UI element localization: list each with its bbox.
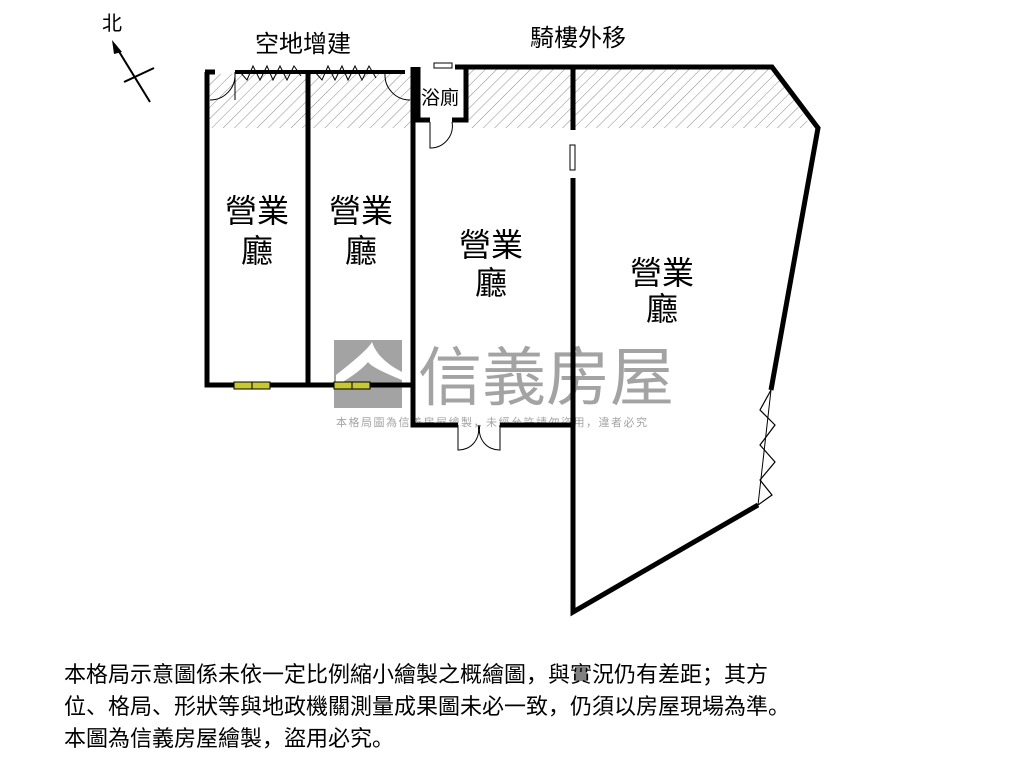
window-top-2: [314, 64, 377, 82]
disclaimer-line: 本格局示意圖係未依一定比例縮小繪製之概繪圖，與實況仍有差距；其方: [64, 663, 769, 688]
walls: [204, 64, 821, 617]
svg-text:廳: 廳: [345, 232, 377, 270]
disclaimer-line: 本圖為信義房屋繪製，盜用必究。: [64, 727, 395, 752]
svg-text:營業: 營業: [329, 192, 393, 230]
svg-text:營業: 營業: [225, 192, 289, 230]
room-4: 營業 廳: [630, 254, 694, 328]
svg-text:營業: 營業: [459, 226, 523, 264]
window-right: [757, 389, 776, 506]
label-bathroom: 浴廁: [421, 86, 459, 109]
svg-text:廳: 廳: [475, 264, 507, 302]
room-1: 營業 廳: [225, 192, 289, 270]
hatched-arcade-area: [466, 67, 812, 128]
north-label: 北: [102, 11, 122, 35]
svg-text:廳: 廳: [241, 232, 273, 270]
svg-text:營業: 營業: [630, 254, 694, 292]
watermark-notice: 本格局圖為信義房屋繪製，未經允許請勿盜用，違者必究: [336, 415, 649, 429]
north-arrow-icon: [112, 40, 122, 54]
doors: [209, 62, 576, 451]
label-open-land-extension: 空地增建: [255, 30, 351, 58]
disclaimer-line: 位、格局、形狀等與地政機關測量成果圖未必一致，仍須以房屋現場為準。: [64, 695, 791, 720]
watermark: 信義房屋 本格局圖為信義房屋繪製，未經允許請勿盜用，違者必究: [334, 340, 674, 429]
window-top-1: [239, 64, 302, 82]
label-arcade: 騎樓外移: [530, 24, 626, 52]
disclaimer: 本格局示意圖係未依一定比例縮小繪製之概繪圖，與實況仍有差距；其方 位、格局、形狀…: [64, 660, 790, 756]
north-arrow: 北: [102, 11, 155, 103]
room-2: 營業 廳: [329, 192, 393, 270]
svg-text:廳: 廳: [646, 290, 678, 328]
room-3: 營業 廳: [459, 226, 523, 302]
watermark-brand: 信義房屋: [418, 342, 674, 416]
